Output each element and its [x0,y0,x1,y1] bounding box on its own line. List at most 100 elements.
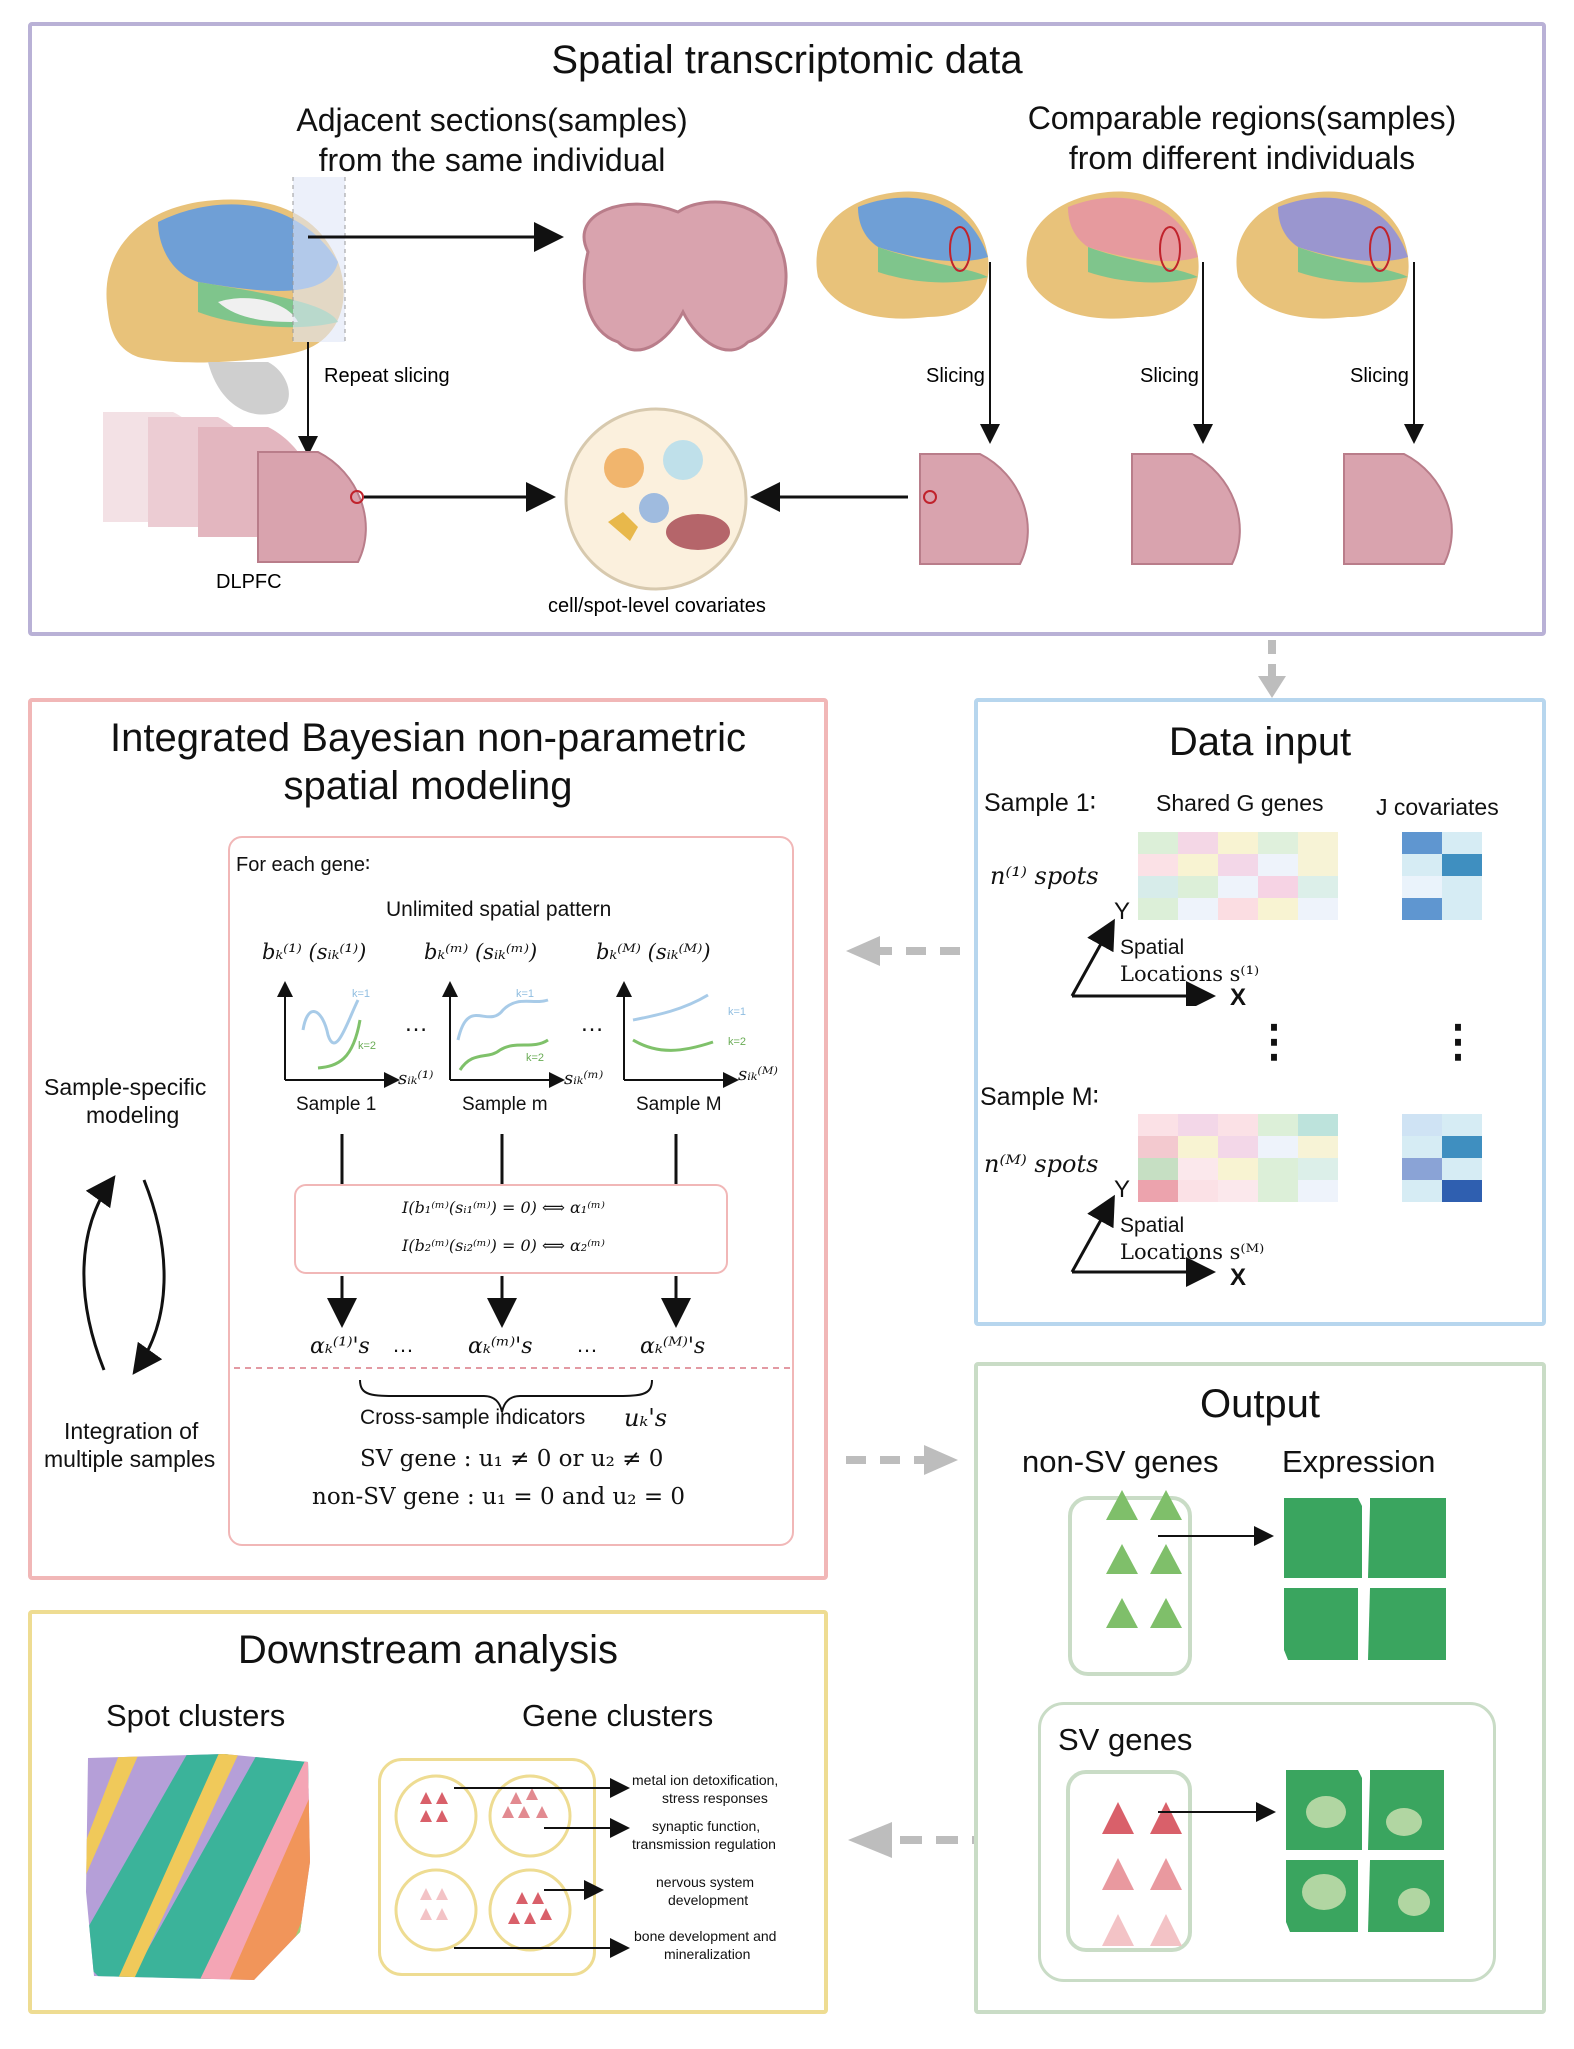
slicing-label-1: Slicing [926,365,985,387]
slice-region [293,177,345,342]
gene-model-box [228,836,794,1546]
annotation-3a: nervous system [656,1874,755,1890]
sv-genes-box [1038,1702,1496,1982]
gene-cluster-1 [394,1774,478,1858]
plot-sample-1 [277,981,400,1088]
plot-ellipsis-2: … [580,1010,604,1037]
alpha-1-label: αₖ⁽¹⁾'s [310,1334,370,1359]
equation-1: I(b₁⁽ᵐ⁾(sᵢ₁⁽ᵐ⁾) = 0) ⟺ α₁⁽ᵐ⁾ [402,1198,605,1217]
annotation-2a: synaptic function, [652,1818,761,1834]
j-covariates-label: J covariates [1376,794,1499,820]
gene-clusters-label: Gene clusters [522,1698,714,1733]
annotation-2b: transmission regulation [632,1836,776,1852]
locations-1-label: Locations s⁽¹⁾ [1120,962,1260,986]
gene-cluster-2 [488,1774,572,1858]
nonsv-genes-label: non-SV genes [1022,1444,1219,1479]
output-title: Output [1199,1382,1321,1426]
axes-1 [1070,918,1216,1006]
uk-label: uₖ's [624,1404,668,1432]
sv-genes-label: SV genes [1058,1722,1193,1757]
spot-clusters-map [86,1754,310,1980]
model-title-1: Integrated Bayesian non-parametric [110,716,746,760]
vertical-dots-1: ⋮ [1252,1017,1296,1066]
stacked-slices-icon [103,412,367,563]
vertical-dots-2: ⋮ [1436,1017,1480,1066]
gene-cluster-arrows [454,1778,630,1958]
gene-clusters-box [378,1758,596,1976]
locations-M-label: Locations s⁽ᴹ⁾ [1120,1240,1265,1264]
nM-spots-label: n⁽ᴹ⁾ spots [984,1150,1099,1178]
right-heading-1: Comparable regions(samples) [1027,100,1457,136]
coronal-brain-icon [582,200,788,352]
bm-label: bₖ⁽ᵐ⁾ (sᵢₖ⁽ᵐ⁾) [424,940,538,964]
plot-ellipsis-1: … [404,1010,428,1037]
k1-label-1: k=1 [352,988,371,1000]
cross-sample-label: Cross-sample indicators [360,1406,586,1429]
data-input-title: Data input [1168,720,1352,764]
cycle-arrows-icon [82,1175,166,1375]
right-heading-2: from different individuals [1068,140,1416,176]
model-title-2: spatial modeling [283,764,573,808]
integration-label: Integration of [64,1418,199,1444]
cell-covariates-icon [564,407,748,591]
spatial-label-1: Spatial [1120,936,1185,959]
plot-sample-m [442,981,565,1088]
covariate-matrix-1 [1402,832,1482,920]
nonsv-gene-group [1068,1496,1192,1676]
sample-1-heading: Sample 1∶ [984,789,1097,817]
n1-spots-label: n⁽¹⁾ spots [990,862,1099,890]
sv-expression-maps [1286,1770,1444,1932]
left-heading-2: from the same individual [318,142,666,178]
x-axis-label-M: X [1230,1264,1247,1291]
section-right-2-icon [1131,453,1241,565]
alpha-M-label: αₖ⁽ᴹ⁾'s [640,1334,706,1359]
annotation-3b: development [668,1892,749,1908]
equation-2: I(b₂⁽ᵐ⁾(sᵢ₂⁽ᵐ⁾) = 0) ⟺ α₂⁽ᵐ⁾ [402,1236,605,1255]
sample-M-heading: Sample M∶ [980,1083,1100,1111]
x-axis-label-1: X [1230,984,1247,1011]
shared-genes-label: Shared G genes [1156,790,1324,816]
dlpfc-label: DLPFC [216,571,282,593]
repeat-slicing-label: Repeat slicing [324,365,450,387]
sv-rule: SV gene : u₁ ≠ 0 or u₂ ≠ 0 [360,1446,664,1472]
plot-sample-M [616,981,739,1088]
downstream-title: Downstream analysis [237,1628,619,1672]
k2-label-1: k=2 [358,1040,377,1052]
multiple-samples-label: multiple samples [44,1446,216,1472]
alpha-ellipsis-1: … [392,1332,414,1357]
brain-right-3-icon [1236,191,1409,319]
arrow-model-to-output [846,1445,958,1475]
sample-1-matrices [1138,832,1482,920]
expression-label: Expression [1282,1444,1436,1479]
output-illustration [1102,1490,1446,1946]
annotation-1b: stress responses [662,1790,768,1806]
arrow-output-to-downstream [848,1822,1030,1858]
alpha-ellipsis-2: … [576,1332,598,1357]
section-right-1-icon [919,453,1029,565]
arrow-top-to-input [1258,640,1286,698]
sample-specific-label: Sample-specific [44,1074,207,1100]
brain-right-2-icon [1026,191,1199,319]
spatial-pattern-plots [277,981,739,1088]
slicing-label-3: Slicing [1350,365,1409,387]
sv-triangles [1102,1802,1182,1946]
left-heading-1: Adjacent sections(samples) [296,102,688,138]
spot-clusters-label: Spot clusters [106,1698,286,1733]
spatial-label-M: Spatial [1120,1214,1185,1237]
sM-axis-label: sᵢₖ⁽ᴹ⁾ [738,1064,778,1085]
k2-label-M: k=2 [728,1036,747,1048]
model-panel: Integrated Bayesian non-parametric spati… [28,698,828,1580]
arrow-input-to-model [846,936,960,966]
data-input-panel: Data input [974,698,1546,1326]
indicator-equation-box [294,1184,728,1274]
sm-axis-label: sᵢₖ⁽ᵐ⁾ [564,1068,604,1089]
spatial-data-illustration: Repeat slicing DLPFC cell/spot-level cov… [103,177,1453,617]
nonsv-triangles [1106,1490,1182,1628]
annotation-4a: bone development and [634,1928,777,1944]
sample-M-matrices [1138,1114,1482,1202]
sample-1-label: Sample 1 [296,1094,377,1115]
gene-clusters-illustration [394,1774,572,1952]
gene-cluster-4 [488,1868,572,1952]
k2-label-m: k=2 [526,1052,545,1064]
